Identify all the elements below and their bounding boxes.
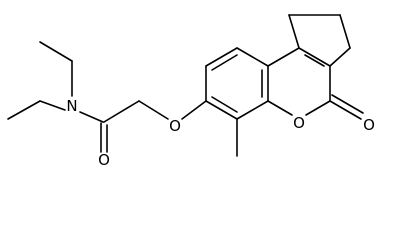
bond-ring-a-2	[205, 47, 238, 67]
atom-label-amide-oxygen: O	[98, 151, 110, 169]
bond-ring-b-1	[267, 47, 300, 67]
bond-ethyl-a-ch3	[39, 41, 73, 62]
bond-ring-b-2	[298, 47, 331, 67]
bond-ch2-oxygen	[138, 100, 169, 120]
structure-canvas: N O O O O	[0, 0, 393, 176]
bond-ring-a-inner-3	[211, 96, 238, 113]
bond-ethyl-b-ch3	[7, 100, 41, 120]
bond-oxygen-aryl	[181, 100, 207, 120]
bonds	[7, 14, 364, 157]
bond-ring-c-3	[339, 14, 351, 49]
bond-ring-b-5	[267, 100, 293, 116]
bond-ring-a-3	[236, 47, 269, 67]
bond-ring-b-4	[305, 100, 331, 116]
bond-ring-b-2-double	[304, 54, 325, 67]
background	[0, 0, 393, 176]
bond-ethyl-b-ch2	[39, 100, 66, 111]
atom-label-nitrogen: N	[66, 97, 77, 115]
bond-ring-a-6	[205, 100, 238, 120]
atom-labels: N O O O O	[66, 97, 375, 169]
bond-n-carbonyl	[79, 111, 104, 123]
bond-carbonyl-ch2	[103, 100, 140, 123]
bond-ring-a-5	[236, 100, 269, 120]
bond-lactone-c-o-2	[331, 94, 364, 114]
atom-label-ring-oxygen: O	[293, 114, 305, 132]
atom-label-lactone-oxygen: O	[363, 116, 375, 134]
bond-ring-c-4	[329, 47, 351, 67]
atom-label-ether-oxygen: O	[169, 117, 181, 135]
chemical-structure-diagram: N O O O O	[0, 0, 393, 176]
bond-ring-a-inner-1	[211, 54, 238, 71]
bond-lactone-c-o-1	[329, 100, 362, 120]
bond-ring-c-1	[288, 14, 300, 49]
